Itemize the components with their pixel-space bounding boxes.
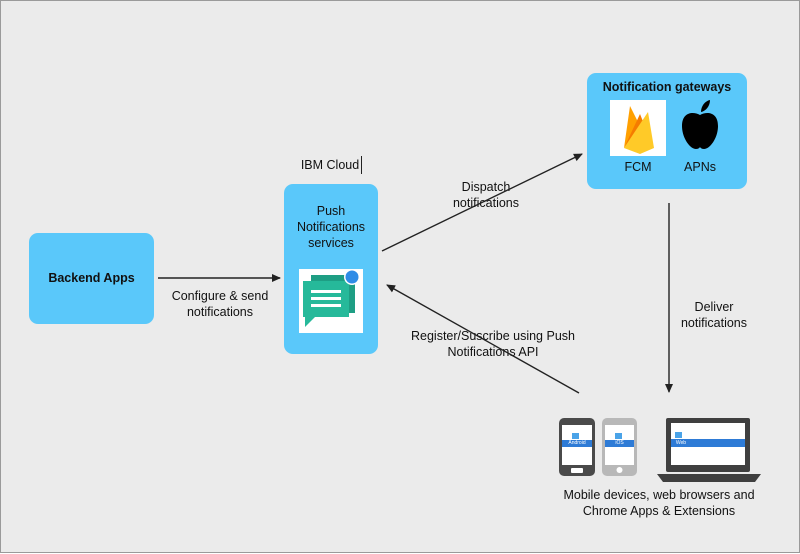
ios-screen-text: iOS: [615, 440, 624, 446]
push-service-icon-tile: [299, 269, 363, 333]
backend-apps-node: Backend Apps: [29, 233, 154, 324]
deliver-edge-label: Deliver notifications: [680, 300, 747, 330]
fcm-label: FCM: [624, 160, 652, 174]
push-service-label: Push Notifications services: [296, 204, 366, 250]
ios-phone-icon: [602, 418, 637, 476]
firebase-icon: [624, 106, 654, 154]
devices-label: Mobile devices, web browsers and Chrome …: [563, 488, 755, 518]
apple-icon-wrap: [677, 97, 723, 153]
configure-edge-label: Configure & send notifications: [171, 289, 269, 319]
register-arrow: [386, 284, 580, 394]
android-screen-text: Android: [568, 440, 586, 446]
chat-bubble-icon: [303, 269, 360, 327]
gateways-title: Notification gateways: [602, 80, 732, 94]
laptop: Web: [657, 418, 761, 484]
ios-phone: iOS: [602, 418, 637, 476]
ibm-cloud-label-caret: [361, 156, 362, 174]
apple-icon: [682, 100, 718, 149]
register-edge-label: Register/Suscribe using Push Notificatio…: [411, 329, 575, 359]
web-screen-text: Web: [675, 440, 687, 446]
android-phone-icon: [559, 418, 595, 476]
android-phone: Android: [559, 418, 595, 476]
push-notifications-service-node: Push Notifications services: [284, 184, 378, 354]
fcm-icon-tile: [610, 100, 666, 156]
notification-gateways-node: Notification gateways FCM APNs: [587, 73, 747, 189]
laptop-icon: [657, 418, 761, 482]
backend-apps-label: Backend Apps: [48, 271, 135, 285]
dispatch-arrow: [381, 153, 583, 252]
dispatch-edge-label: Dispatch notifications: [452, 180, 519, 210]
ibm-cloud-label: IBM Cloud: [300, 158, 360, 172]
apns-label: APNs: [684, 160, 716, 174]
